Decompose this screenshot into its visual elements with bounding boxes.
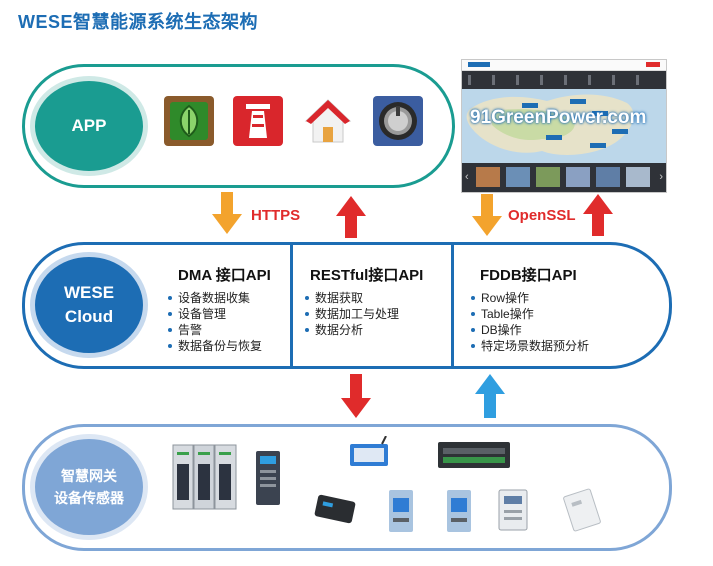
device-to-cloud-arrow <box>475 374 505 418</box>
list-item: 数据分析 <box>305 322 399 338</box>
list-item: DB操作 <box>471 322 589 338</box>
website-screenshot: 91GreenPower.com ‹ › <box>461 59 667 193</box>
app-layer-label: APP <box>71 116 107 135</box>
list-item: 设备管理 <box>168 306 262 322</box>
website-thumbnail-strip: ‹ › <box>462 163 666 192</box>
list-item: 设备数据收集 <box>168 290 262 306</box>
device-layer-badge: 智慧网关 设备传感器 <box>30 434 148 540</box>
carousel-next-icon[interactable]: › <box>659 171 663 183</box>
power-cabinet-image <box>172 444 237 510</box>
cloud-layer-badge: WESE Cloud <box>30 252 148 358</box>
https-down-arrow <box>212 192 242 234</box>
cloud-divider-2 <box>451 244 454 367</box>
fddb-api-title: FDDB接口API <box>480 267 577 284</box>
list-item: 数据备份与恢复 <box>168 338 262 354</box>
leaf-app-icon[interactable] <box>164 96 214 146</box>
cloud-to-device-arrow <box>341 374 371 418</box>
cloud-divider-1 <box>290 244 293 367</box>
rack-switch-image <box>438 442 510 468</box>
din-module-a-image <box>389 490 413 532</box>
website-nav-bar <box>462 71 666 89</box>
openssl-up-arrow <box>583 194 613 236</box>
list-item: Row操作 <box>471 290 589 306</box>
din-module-b-image <box>447 490 471 532</box>
website-map <box>462 89 666 163</box>
website-watermark: 91GreenPower.com <box>470 107 647 128</box>
list-item: Table操作 <box>471 306 589 322</box>
device-label-line2: 设备传感器 <box>54 490 124 506</box>
dma-api-title: DMA 接口API <box>178 267 271 284</box>
https-up-arrow <box>336 196 366 238</box>
list-item: 数据获取 <box>305 290 399 306</box>
device-label-line1: 智慧网关 <box>61 468 117 484</box>
openssl-label: OpenSSL <box>508 207 576 224</box>
list-item: 特定场景数据预分析 <box>471 338 589 354</box>
https-label: HTTPS <box>251 207 301 224</box>
electric-meter-image <box>498 489 528 531</box>
home-app-icon[interactable] <box>303 96 353 146</box>
page-title: WESE智慧能源系统生态架构 <box>18 12 259 32</box>
website-header-bar <box>462 60 666 71</box>
cloud-label-line1: WESE <box>63 283 115 302</box>
app-layer-badge: APP <box>30 76 148 176</box>
wall-sensor-image <box>563 488 601 532</box>
restful-api-list: 数据获取 数据加工与处理 数据分析 <box>305 290 399 338</box>
din-gateway-image <box>256 451 280 505</box>
list-item: 告警 <box>168 322 262 338</box>
knob-app-icon[interactable] <box>373 96 423 146</box>
carousel-prev-icon[interactable]: ‹ <box>465 171 469 183</box>
black-router-image <box>314 494 356 524</box>
fddb-api-list: Row操作 Table操作 DB操作 特定场景数据预分析 <box>471 290 589 354</box>
wireless-module-image <box>350 436 388 466</box>
lighthouse-app-icon[interactable] <box>233 96 283 146</box>
list-item: 数据加工与处理 <box>305 306 399 322</box>
restful-api-title: RESTful接口API <box>310 267 424 284</box>
dma-api-list: 设备数据收集 设备管理 告警 数据备份与恢复 <box>168 290 262 354</box>
cloud-label-line2: Cloud <box>64 307 114 326</box>
openssl-down-arrow <box>472 194 502 236</box>
